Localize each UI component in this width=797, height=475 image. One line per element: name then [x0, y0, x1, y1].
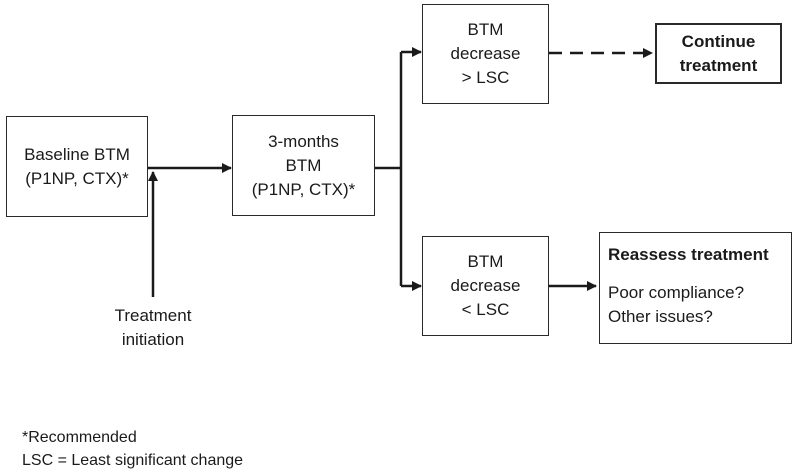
- continue-treatment-line-2: treatment: [679, 55, 758, 75]
- baseline-btm-line-2: (P1NP, CTX)*: [25, 168, 129, 188]
- reassess-treatment-box: Reassess treatment Poor compliance? Othe…: [599, 232, 792, 344]
- baseline-btm-box: Baseline BTM (P1NP, CTX)*: [6, 116, 148, 217]
- footnote-lsc-definition: LSC = Least significant change: [22, 452, 244, 469]
- btm-decrease-gt-lsc-box: BTM decrease > LSC: [422, 4, 549, 104]
- decrease-lt-line-1: BTM: [467, 252, 504, 271]
- three-months-btm-line-1: 3-months: [268, 131, 339, 151]
- continue-treatment-box: Continue treatment: [655, 23, 782, 84]
- decrease-gt-line-1: BTM: [467, 20, 504, 39]
- footnote-recommended: *Recommended: [22, 429, 137, 446]
- reassess-line-1: Poor compliance?: [608, 283, 745, 302]
- reassess-line-2: Other issues?: [608, 307, 713, 326]
- baseline-btm-line-1: Baseline BTM: [24, 144, 130, 164]
- decrease-gt-line-2: decrease: [450, 44, 521, 63]
- reassess-treatment-title: Reassess treatment: [608, 245, 769, 264]
- decrease-gt-line-3: > LSC: [461, 68, 510, 87]
- btm-decrease-lt-lsc-box: BTM decrease < LSC: [422, 236, 549, 336]
- continue-treatment-line-1: Continue: [681, 31, 756, 51]
- treatment-initiation-line-1: Treatment: [114, 306, 192, 325]
- three-months-btm-box: 3-months BTM (P1NP, CTX)*: [232, 115, 375, 216]
- decrease-lt-line-3: < LSC: [461, 300, 510, 319]
- decrease-lt-line-2: decrease: [450, 276, 521, 295]
- treatment-initiation-line-2: initiation: [121, 330, 185, 349]
- three-months-btm-line-3: (P1NP, CTX)*: [251, 179, 356, 199]
- three-months-btm-line-2: BTM: [285, 155, 322, 175]
- treatment-initiation-label: Treatment initiation: [93, 304, 213, 352]
